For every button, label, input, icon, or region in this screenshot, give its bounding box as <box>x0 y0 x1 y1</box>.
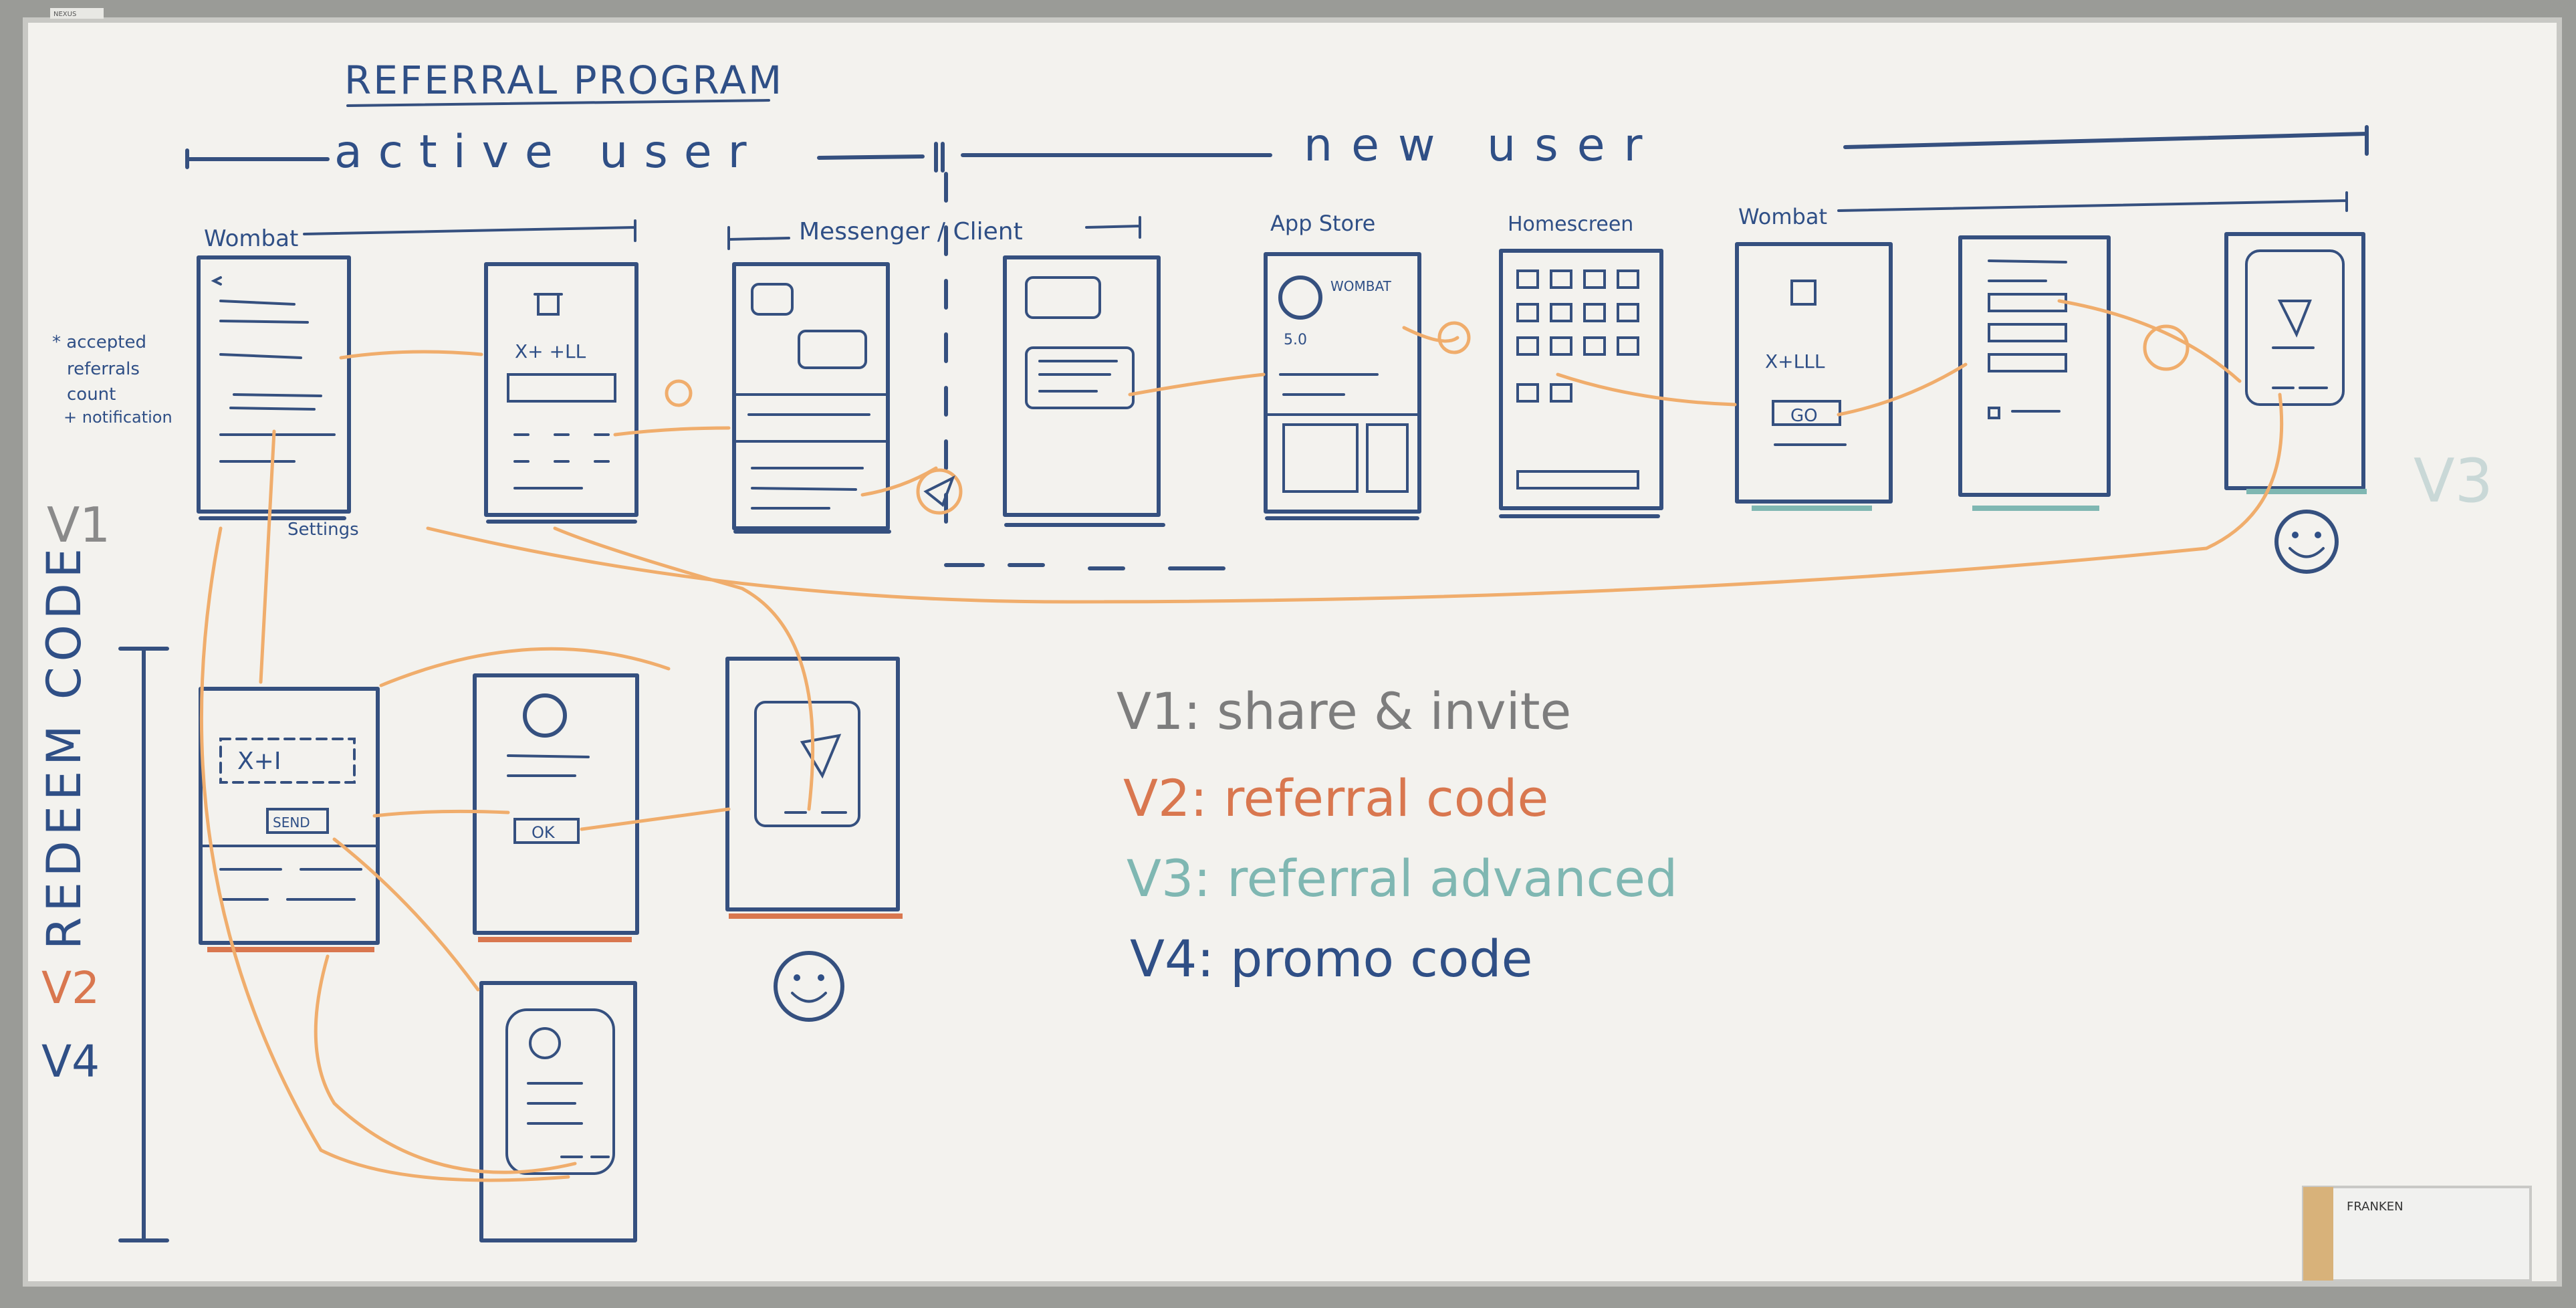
invite-text-new-user: X+LLL <box>1765 350 1825 372</box>
side-note-line: referrals <box>67 359 140 379</box>
screen-messenger-1 <box>732 262 890 530</box>
screen-invite <box>484 262 638 517</box>
label-wombat-1: Wombat <box>204 225 298 252</box>
legend-v4: V4: promo code <box>1130 929 1532 988</box>
label-homescreen: Homescreen <box>1508 213 1633 236</box>
screen-wombat-welcome <box>1735 242 1893 504</box>
legend-v1: V1: share & invite <box>1117 681 1571 741</box>
smiley-icon <box>774 951 844 1022</box>
screen-redeem-success <box>725 657 900 911</box>
board-title: REFERRAL PROGRAM <box>344 58 784 103</box>
screen-redeem-error <box>479 981 637 1242</box>
side-note-line: + notification <box>64 408 172 427</box>
label-wombat-2: Wombat <box>1738 204 1827 229</box>
legend: V1: share & invite V2: referral code V3:… <box>1117 681 1677 988</box>
go-button: GO <box>1790 406 1818 426</box>
side-note: * accepted referrals count + notificatio… <box>52 332 172 427</box>
row-label-v2: V2 <box>41 962 100 1014</box>
legend-v2: V2: referral code <box>1123 768 1548 828</box>
screen-success <box>2224 232 2365 490</box>
side-note-line: count <box>67 385 116 405</box>
code-box-text: X+I <box>237 748 281 775</box>
section-new-user: new user <box>1304 119 1661 172</box>
frame-sticker-text: NEXUS <box>53 11 76 18</box>
side-note-line: * accepted <box>52 332 146 352</box>
label-app-store: App Store <box>1270 211 1375 236</box>
flow-arrows <box>199 299 2284 1182</box>
app-store-rating: 5.0 <box>1284 332 1307 348</box>
row-label-v3: V3 <box>2414 446 2493 516</box>
invite-text: X+ +LL <box>515 340 586 362</box>
screen-wombat-share <box>197 255 351 514</box>
send-button: SEND <box>273 814 310 831</box>
board-surface <box>25 20 2559 1284</box>
section-active-user: active user <box>334 126 763 179</box>
app-store-listing: WOMBAT <box>1330 278 1392 294</box>
frame-sticker <box>50 8 104 19</box>
screen-messenger-2 <box>1003 255 1161 517</box>
smiley-icon <box>2274 510 2339 574</box>
ok-button: OK <box>532 823 556 842</box>
screen-reward <box>473 673 639 935</box>
row-label-v1: V1 <box>47 497 110 553</box>
legend-v3: V3: referral advanced <box>1127 849 1677 908</box>
redeem-code-label: REDEEM CODE <box>37 543 92 950</box>
screen-app-store <box>1264 252 1421 514</box>
whiteboard-eraser: FRANKEN <box>2302 1186 2532 1282</box>
label-settings: Settings <box>287 520 359 540</box>
screen-homescreen <box>1499 249 1663 510</box>
eraser-brand: FRANKEN <box>2347 1200 2404 1214</box>
label-messenger: Messenger / Client <box>799 218 1023 245</box>
row-label-v4: V4 <box>41 1036 100 1087</box>
